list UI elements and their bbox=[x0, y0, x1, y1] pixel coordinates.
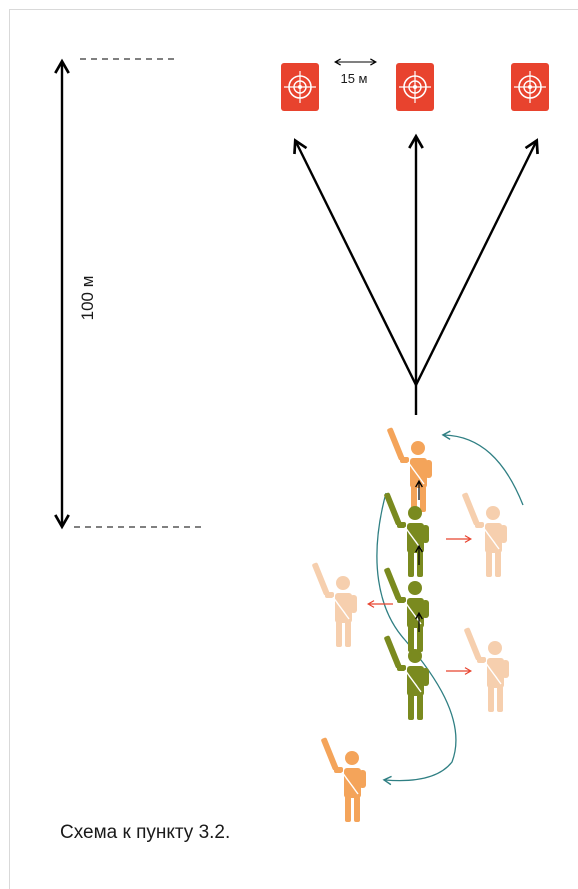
spacing-marker: 15 м bbox=[333, 58, 378, 86]
distance-marker: 100 м bbox=[54, 58, 206, 530]
rotation-paths bbox=[376, 430, 524, 786]
drill-scheme: 100 м 15 м bbox=[54, 58, 550, 823]
side-step-arrows bbox=[366, 535, 473, 675]
soldier-icon bbox=[385, 426, 433, 513]
soldier-icon bbox=[319, 736, 367, 823]
target-icon bbox=[280, 62, 320, 112]
direction-arrows bbox=[293, 133, 539, 415]
diagram-frame bbox=[9, 9, 578, 889]
soldier-icon bbox=[310, 561, 358, 648]
spacing-label: 15 м bbox=[340, 71, 367, 86]
target-icon bbox=[395, 62, 435, 112]
diagram-caption: Схема к пункту 3.2. bbox=[60, 822, 231, 843]
distance-label: 100 м bbox=[78, 276, 97, 321]
soldier-icon bbox=[460, 491, 508, 578]
soldier-icon bbox=[462, 626, 510, 713]
target-icon bbox=[510, 62, 550, 112]
